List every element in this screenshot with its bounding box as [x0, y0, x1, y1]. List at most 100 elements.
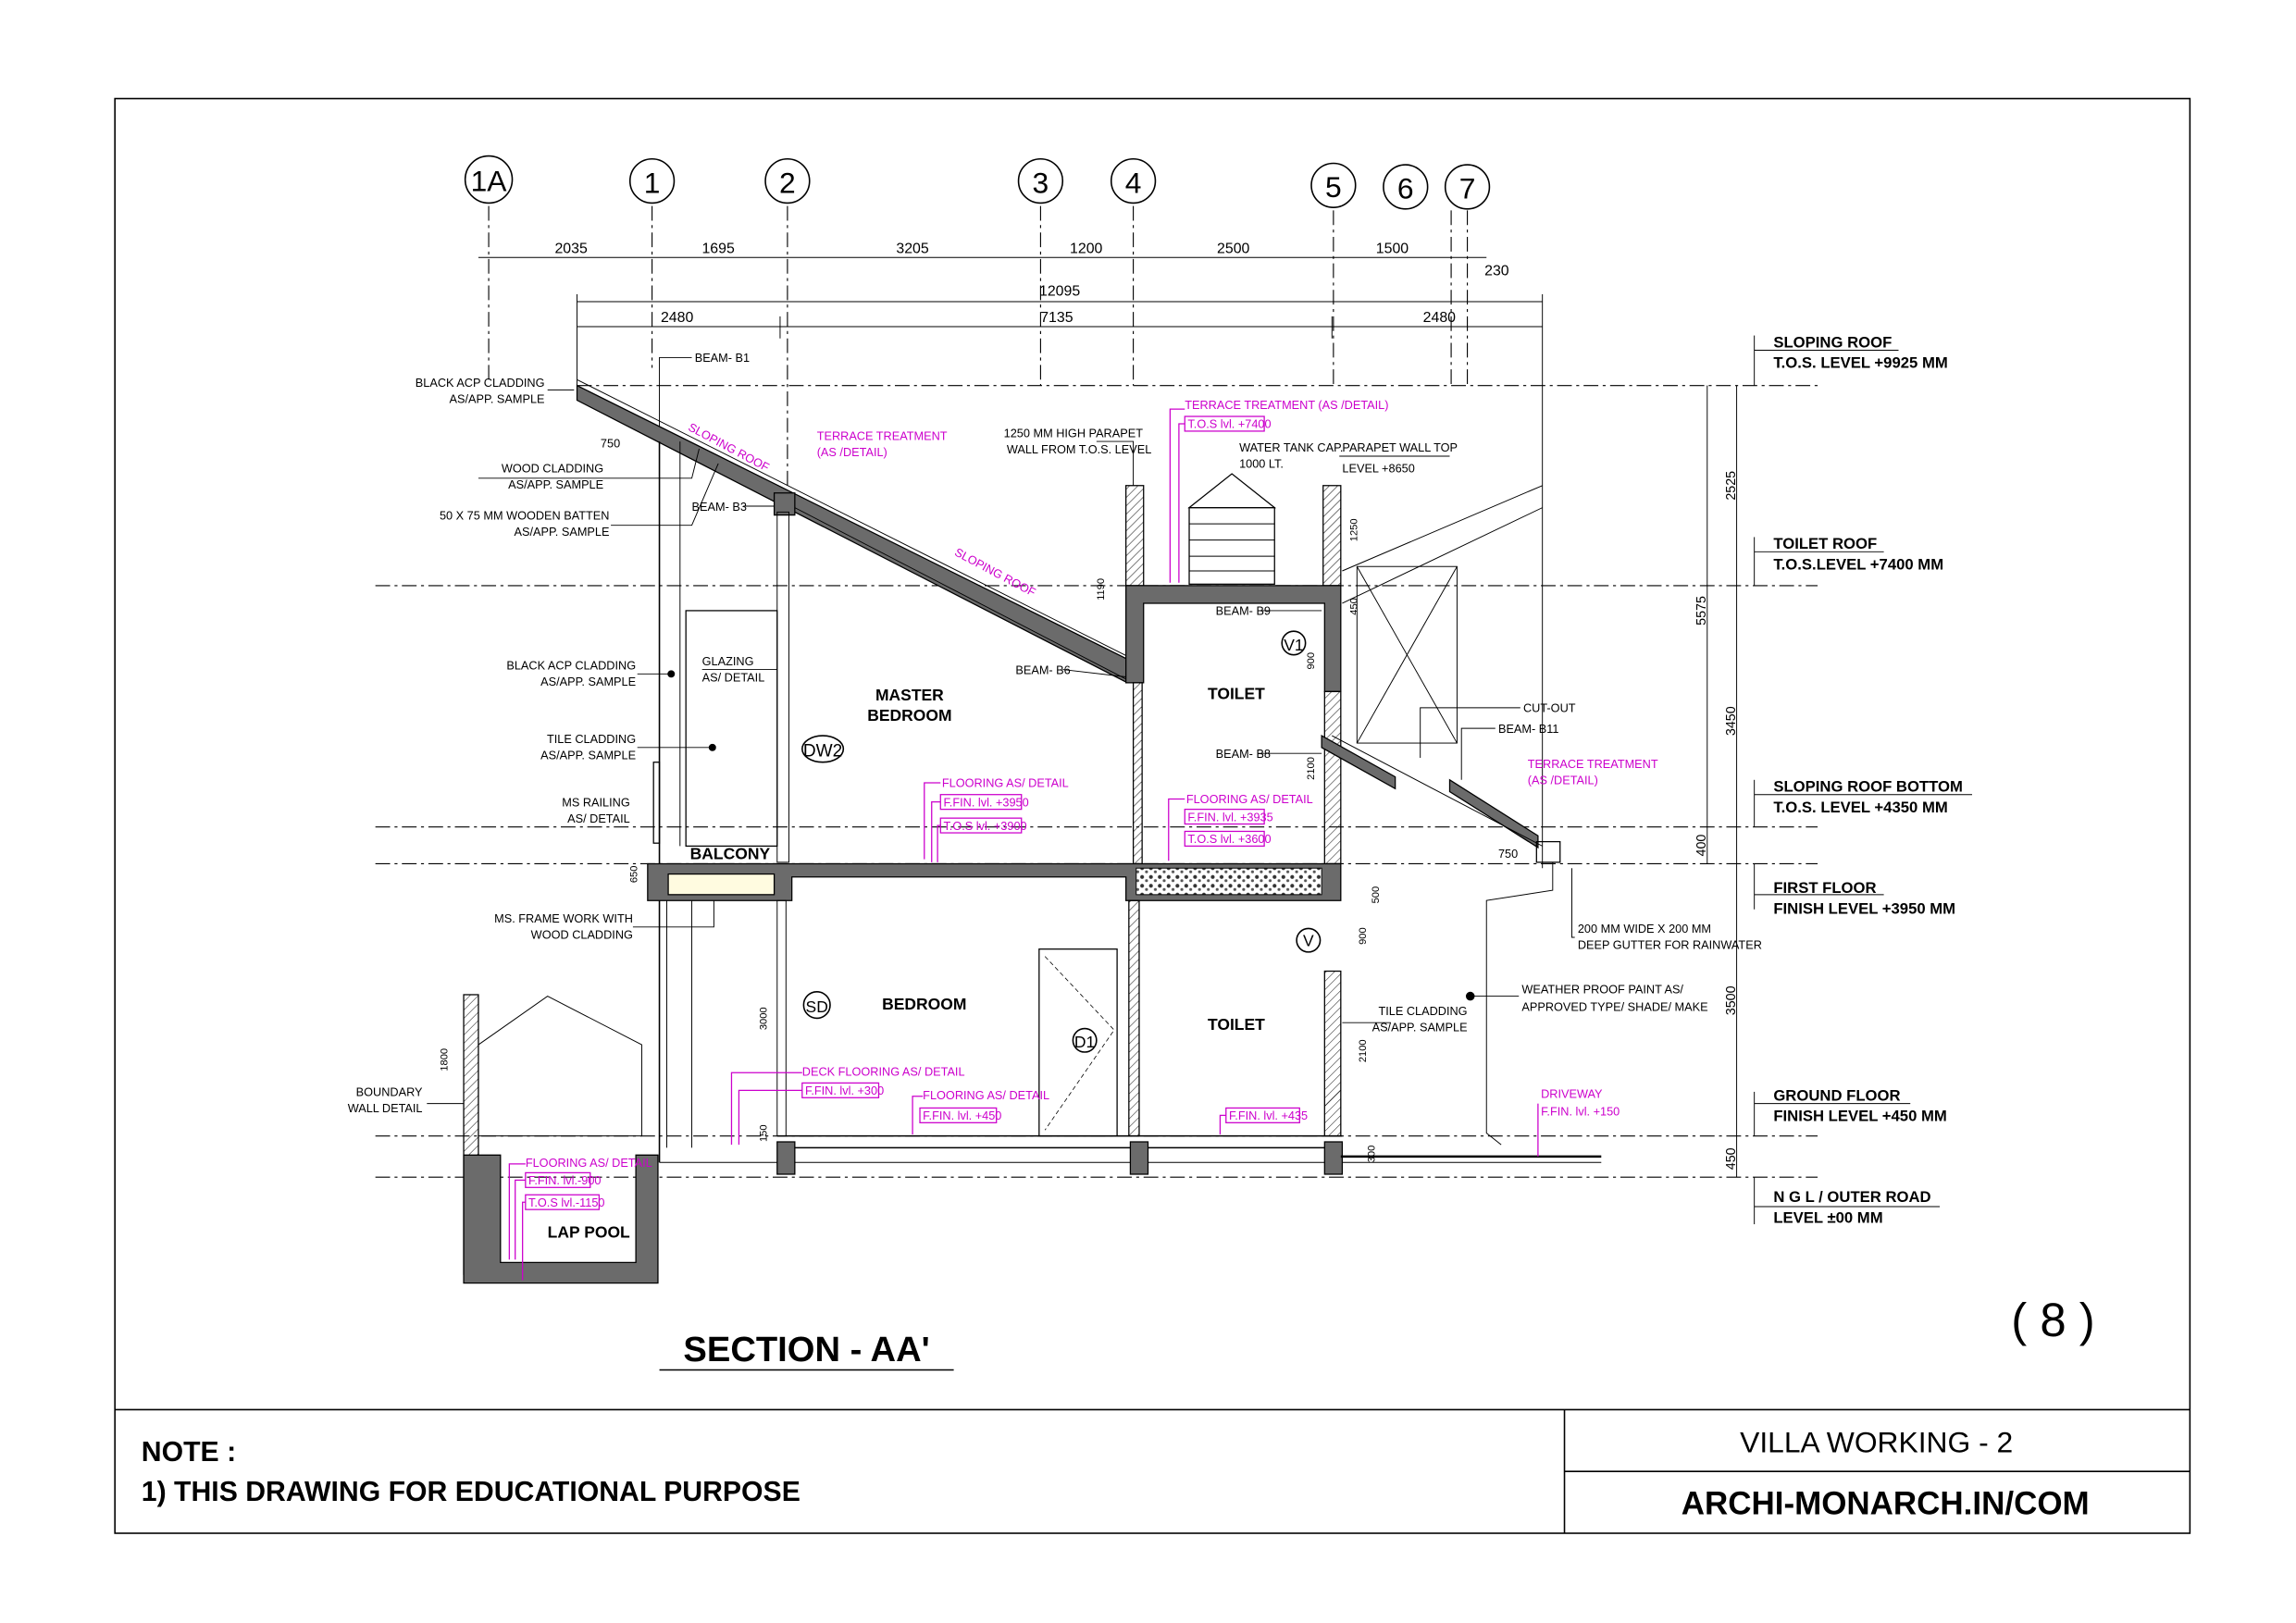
sheet-number: ( 8 ) [2011, 1294, 2094, 1346]
svg-text:FLOORING AS/ DETAIL: FLOORING AS/ DETAIL [923, 1088, 1049, 1102]
svg-text:900: 900 [1306, 652, 1317, 670]
tag-d1: D1 [1072, 1027, 1098, 1053]
svg-text:2480: 2480 [1423, 310, 1457, 326]
svg-text:500: 500 [1371, 886, 1382, 904]
svg-text:T.O.S. LEVEL +9925 MM: T.O.S. LEVEL +9925 MM [1773, 354, 1947, 372]
svg-text:200 MM WIDE X 200 MM: 200 MM WIDE X 200 MM [1578, 922, 1711, 935]
svg-text:5575: 5575 [1694, 596, 1709, 626]
svg-text:3450: 3450 [1724, 706, 1739, 736]
section-title: SECTION - AA' [683, 1330, 929, 1369]
svg-text:1200: 1200 [1070, 242, 1103, 257]
grid-lines [488, 205, 1469, 486]
svg-text:BLACK ACP CLADDING: BLACK ACP CLADDING [416, 376, 545, 390]
svg-text:LEVEL +8650: LEVEL +8650 [1342, 461, 1414, 475]
svg-text:T.O.S. LEVEL +4350 MM: T.O.S. LEVEL +4350 MM [1773, 799, 1947, 816]
svg-text:AS/APP. SAMPLE: AS/APP. SAMPLE [450, 392, 545, 406]
rainwater-pipe [1485, 861, 1554, 1146]
grid-bubble-1: 1 [628, 157, 676, 204]
svg-text:T.O.S lvl. +3600: T.O.S lvl. +3600 [1187, 832, 1271, 846]
svg-text:450: 450 [1724, 1147, 1739, 1170]
svg-text:AS/ DETAIL: AS/ DETAIL [567, 812, 630, 825]
svg-text:7: 7 [1459, 172, 1476, 205]
svg-text:BALCONY: BALCONY [690, 845, 771, 863]
svg-text:BEAM- B11: BEAM- B11 [1498, 722, 1559, 736]
svg-text:DRIVEWAY: DRIVEWAY [1541, 1086, 1603, 1100]
svg-text:WATER TANK CAP.: WATER TANK CAP. [1239, 440, 1343, 454]
svg-text:WOOD CLADDING: WOOD CLADDING [531, 928, 633, 942]
svg-text:650: 650 [629, 866, 640, 884]
svg-text:TERRACE TREATMENT (AS /DETAIL): TERRACE TREATMENT (AS /DETAIL) [1185, 398, 1388, 412]
svg-text:2525: 2525 [1724, 471, 1739, 501]
tag-dw2: DW2 [801, 735, 845, 763]
svg-text:WALL FROM T.O.S. LEVEL: WALL FROM T.O.S. LEVEL [1007, 442, 1151, 456]
svg-text:750: 750 [601, 436, 620, 450]
svg-text:WOOD CLADDING: WOOD CLADDING [502, 461, 603, 475]
svg-text:F.FIN. lvl.-900: F.FIN. lvl.-900 [528, 1173, 601, 1187]
svg-text:300: 300 [1366, 1146, 1377, 1163]
svg-text:3500: 3500 [1724, 985, 1739, 1015]
grid-dimension-row: 2035 1695 3205 1200 2500 1500 230 12095 … [478, 242, 1544, 869]
svg-text:F.FIN. lvl. +3950: F.FIN. lvl. +3950 [943, 795, 1028, 809]
svg-text:SLOPING ROOF BOTTOM: SLOPING ROOF BOTTOM [1773, 778, 1963, 796]
svg-text:2500: 2500 [1217, 242, 1250, 257]
grid-bubble-2: 2 [764, 157, 811, 204]
svg-text:6: 6 [1397, 172, 1414, 205]
svg-text:F.FIN. lvl. +300: F.FIN. lvl. +300 [805, 1084, 884, 1097]
svg-text:BEDROOM: BEDROOM [867, 706, 951, 725]
svg-text:2100: 2100 [1306, 757, 1317, 780]
svg-text:T.O.S lvl.-1150: T.O.S lvl.-1150 [528, 1196, 604, 1209]
level-sloping-roof-bottom: SLOPING ROOF BOTTOM T.O.S. LEVEL +4350 MM [1754, 778, 1973, 827]
svg-text:AS/APP. SAMPLE: AS/APP. SAMPLE [514, 525, 609, 539]
project-name: VILLA WORKING - 2 [1740, 1426, 2013, 1459]
svg-text:MS. FRAME WORK WITH: MS. FRAME WORK WITH [494, 911, 633, 925]
svg-text:FINISH LEVEL +3950 MM: FINISH LEVEL +3950 MM [1773, 900, 1955, 918]
svg-text:LAP POOL: LAP POOL [548, 1222, 630, 1241]
svg-text:FLOORING AS/ DETAIL: FLOORING AS/ DETAIL [526, 1156, 652, 1170]
svg-text:1500: 1500 [1376, 242, 1409, 257]
svg-text:3: 3 [1033, 166, 1049, 199]
svg-text:T.O.S lvl. +7400: T.O.S lvl. +7400 [1187, 417, 1271, 431]
svg-text:FLOORING AS/ DETAIL: FLOORING AS/ DETAIL [942, 776, 1069, 790]
svg-text:3000: 3000 [759, 1007, 770, 1030]
svg-text:AS/APP. SAMPLE: AS/APP. SAMPLE [540, 675, 636, 688]
right-dimensions: 2525 3450 400 5575 3500 450 [1694, 385, 1739, 1178]
svg-text:F.FIN. lvl. +150: F.FIN. lvl. +150 [1541, 1104, 1620, 1118]
svg-text:230: 230 [1484, 263, 1509, 279]
svg-text:FINISH LEVEL +450 MM: FINISH LEVEL +450 MM [1773, 1108, 1946, 1125]
svg-text:TOILET: TOILET [1208, 1015, 1265, 1034]
tag-sd: SD [802, 991, 831, 1020]
svg-text:5: 5 [1325, 170, 1342, 204]
grid-bubble-4: 4 [1110, 157, 1157, 204]
svg-text:1000 LT.: 1000 LT. [1239, 457, 1284, 471]
svg-text:2: 2 [779, 166, 796, 199]
svg-text:BEDROOM: BEDROOM [882, 995, 966, 1013]
svg-text:3205: 3205 [896, 242, 929, 257]
svg-text:TOILET ROOF: TOILET ROOF [1773, 535, 1877, 552]
svg-text:1190: 1190 [1096, 578, 1107, 601]
grid-bubbles: 1A 1 2 3 4 5 6 7 [464, 155, 1491, 210]
svg-text:AS/APP. SAMPLE: AS/APP. SAMPLE [1372, 1021, 1468, 1035]
svg-text:APPROVED TYPE/ SHADE/ MAKE: APPROVED TYPE/ SHADE/ MAKE [1521, 999, 1707, 1013]
cut-out [1356, 565, 1458, 744]
svg-text:150: 150 [759, 1124, 770, 1142]
svg-text:PARAPET WALL TOP: PARAPET WALL TOP [1342, 440, 1458, 454]
svg-text:450: 450 [1348, 598, 1359, 615]
parapet-wall-left [1125, 485, 1145, 587]
website: ARCHI-MONARCH.IN/COM [1682, 1485, 2090, 1521]
svg-text:FIRST FLOOR: FIRST FLOOR [1773, 879, 1876, 897]
svg-text:12095: 12095 [1039, 284, 1080, 300]
toilet-roof-slab [1125, 585, 1342, 693]
svg-text:1800: 1800 [440, 1048, 451, 1072]
svg-text:750: 750 [1498, 847, 1518, 861]
svg-text:2100: 2100 [1358, 1039, 1369, 1062]
tag-v: V [1296, 927, 1322, 953]
svg-text:SD: SD [806, 997, 828, 1016]
svg-text:1250 MM HIGH PARAPET: 1250 MM HIGH PARAPET [1004, 426, 1144, 440]
svg-text:FLOORING AS/ DETAIL: FLOORING AS/ DETAIL [1186, 792, 1313, 806]
sheet-border [114, 97, 2191, 1534]
glazing [776, 511, 789, 863]
svg-text:2035: 2035 [554, 242, 588, 257]
tag-v1: V1 [1281, 630, 1307, 656]
